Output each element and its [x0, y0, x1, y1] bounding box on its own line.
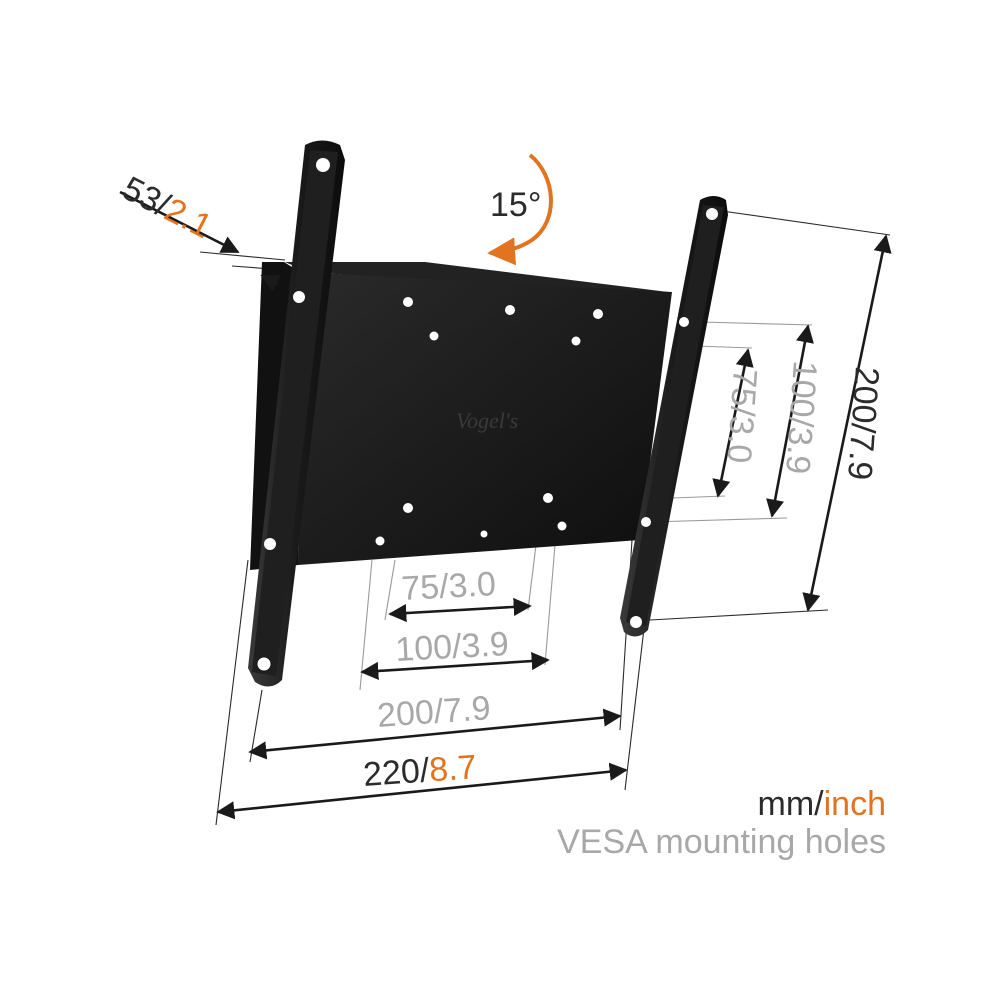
unit-label: mm/inch	[758, 785, 886, 823]
vesa-v-75-label: 75/3.0	[719, 367, 764, 464]
vesa-v-100-label: 100/3.9	[778, 359, 824, 475]
dimension-labels: 53/2.1 15° 75/3.0 100/3.9 200/7.9 220/8.…	[116, 169, 886, 794]
vesa-h-75-label: 75/3.0	[400, 565, 496, 608]
dimension-arrows	[119, 153, 892, 820]
width-220-label: 220/8.7	[362, 748, 478, 794]
tilt-label: 15°	[490, 186, 541, 224]
brand-logo: Vogel's	[456, 408, 518, 433]
vesa-holes	[375, 297, 603, 546]
wall-bracket: Vogel's	[248, 140, 728, 687]
vesa-h-100-label: 100/3.9	[394, 625, 509, 669]
tilt-arc	[487, 153, 553, 266]
legend: mm/inch VESA mounting holes	[557, 785, 886, 861]
vesa-v-200-label: 200/7.9	[840, 365, 886, 481]
depth-label: 53/2.1	[116, 169, 217, 246]
legend-caption: VESA mounting holes	[557, 823, 886, 861]
back-plate	[298, 272, 672, 565]
right-rail	[620, 196, 728, 637]
vesa-h-200-label: 200/7.9	[376, 689, 492, 735]
left-rail	[248, 140, 345, 687]
